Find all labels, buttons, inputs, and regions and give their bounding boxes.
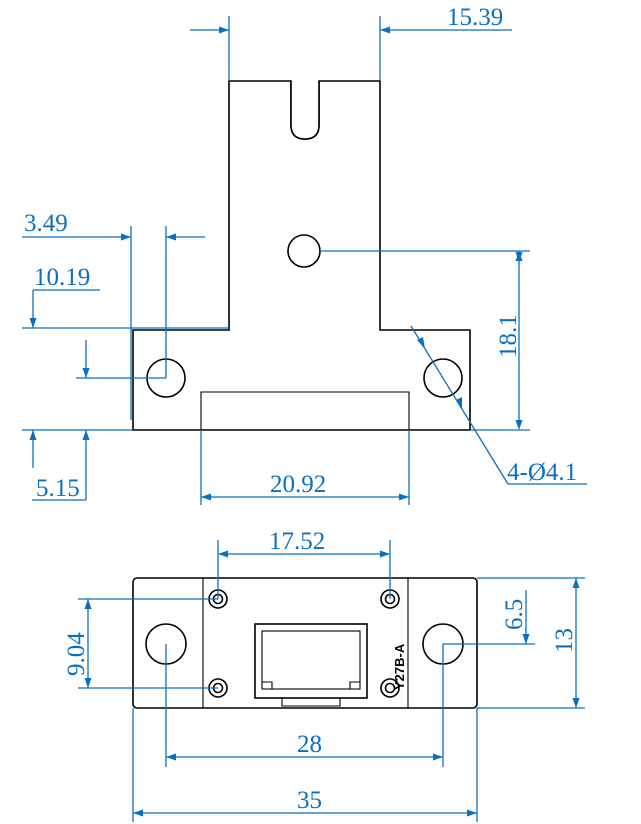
dim-body-height-text: 13 xyxy=(551,628,578,653)
dim-ear-height-text: 10.19 xyxy=(34,264,90,291)
dim-ear-offset: 3.49 xyxy=(22,210,205,420)
top-view xyxy=(132,80,471,431)
dim-base-gap: 5.15 xyxy=(32,340,166,502)
dim-total-width-text: 35 xyxy=(297,787,322,814)
top-view-slot-edge xyxy=(290,81,320,140)
dim-hole-height-text: 18.1 xyxy=(495,314,522,358)
dim-screw-pitch-y: 9.04 xyxy=(63,598,218,689)
dim-slot-width: 20.92 xyxy=(200,430,410,505)
connector xyxy=(254,623,368,707)
part-label: Y27B-A xyxy=(392,643,407,690)
dim-ear-offset-text: 3.49 xyxy=(24,210,68,237)
dim-screw-pitch-x-text: 17.52 xyxy=(269,528,325,555)
base-slot xyxy=(200,391,410,430)
dim-slot-width-text: 20.92 xyxy=(270,471,326,498)
dim-top-width: 15.39 xyxy=(190,4,512,80)
dim-mount-holes-text: 4-Ø4.1 xyxy=(507,459,577,486)
dim-screw-pitch-x: 17.52 xyxy=(217,528,391,599)
dim-mount-holes: 4-Ø4.1 xyxy=(410,325,587,486)
dim-screw-pitch-y-text: 9.04 xyxy=(63,632,90,676)
dim-hole-spacing: 28 xyxy=(165,644,444,767)
dim-hole-spacing-text: 28 xyxy=(297,731,322,758)
dim-ear-height: 10.19 xyxy=(22,264,229,468)
dim-hole-center-y: 6.5 xyxy=(443,577,585,645)
screw-bottom-right xyxy=(380,678,400,698)
dim-base-gap-text: 5.15 xyxy=(36,475,80,502)
center-hole xyxy=(287,234,321,268)
dim-total-width: 35 xyxy=(132,708,478,822)
front-view: Y27B-A xyxy=(132,577,478,709)
dim-top-width-text: 15.39 xyxy=(447,4,503,31)
dim-hole-center-y-text: 6.5 xyxy=(501,599,528,630)
dim-hole-height: 18.1 xyxy=(320,250,530,431)
dim-body-height: 13 xyxy=(477,578,585,709)
